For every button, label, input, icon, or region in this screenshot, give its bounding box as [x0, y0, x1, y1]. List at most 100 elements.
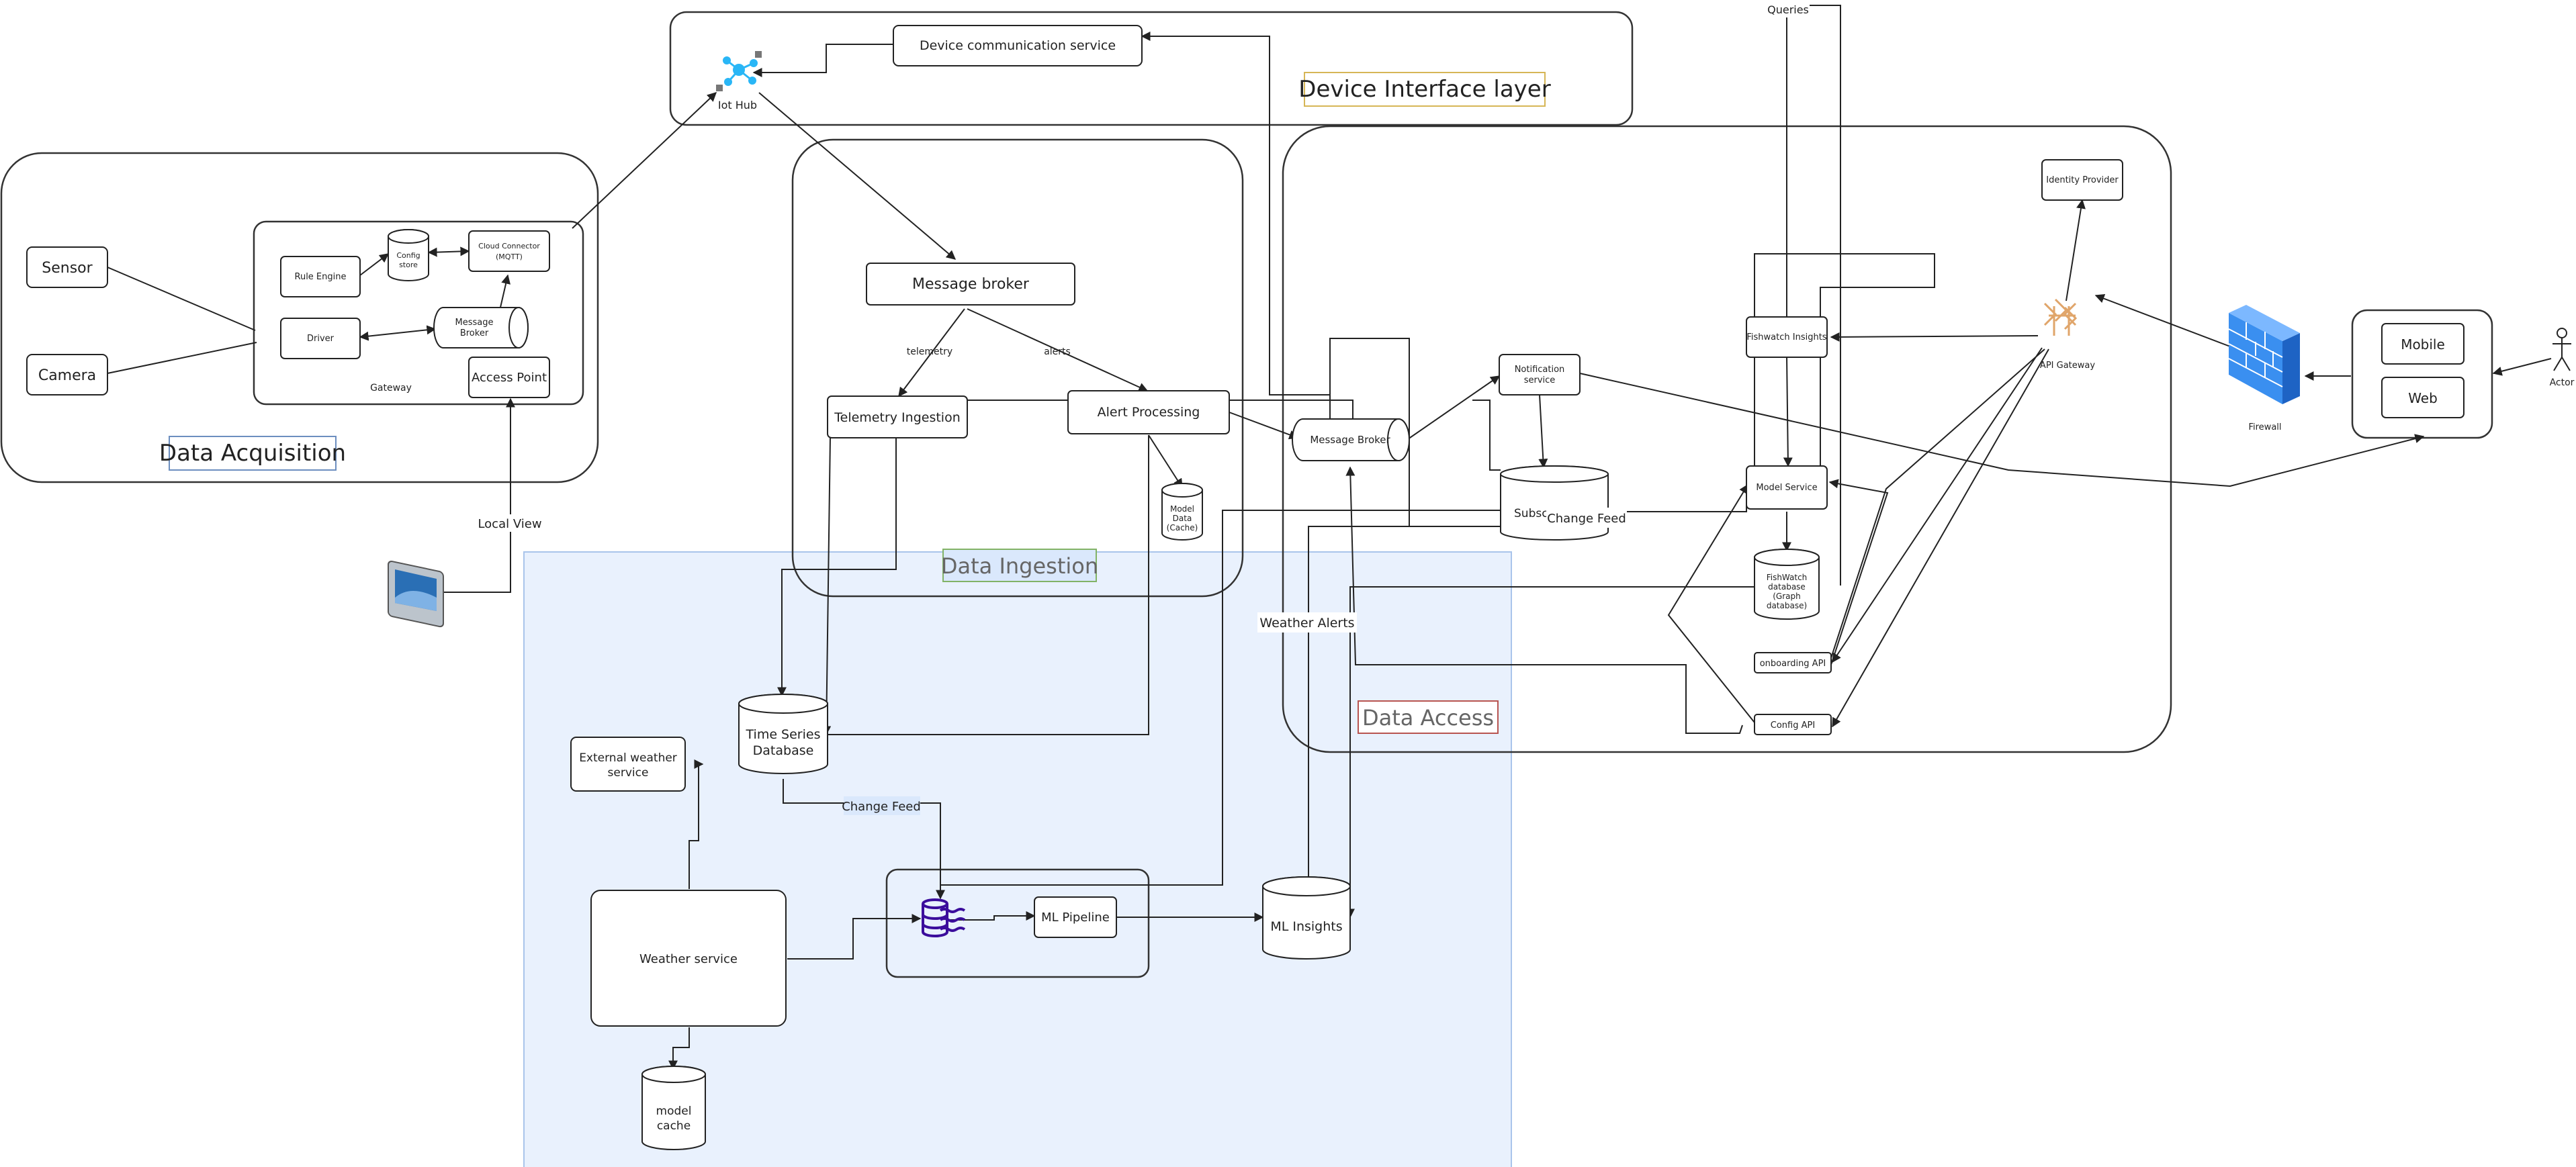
cloud-connector-label-2: (MQTT)	[496, 252, 523, 261]
cloud-connector-label-1: Cloud Connector	[478, 242, 540, 250]
iot-hub-icon: Iot Hub	[716, 51, 762, 111]
fishwatch-database-node: FishWatch database (Graph database)	[1754, 549, 1820, 620]
sensor-node: Sensor	[26, 246, 108, 288]
fishwatch-insights-node: Fishwatch Insights	[1746, 316, 1828, 358]
onboarding-api-node: onboarding API	[1754, 652, 1832, 673]
api-gateway-label: API Gateway	[2040, 361, 2095, 371]
fishwatch-db-label-1: FishWatch	[1767, 573, 1808, 582]
gateway-label: Gateway	[370, 383, 412, 393]
stream-database-icon	[922, 898, 966, 937]
notification-label-2: service	[1524, 375, 1556, 385]
gateway-broker-label-2: Broker	[460, 328, 489, 338]
subsc-database-node: Subsc	[1500, 465, 1609, 541]
mobile-label: Mobile	[2401, 336, 2445, 353]
model-data-cache-node: Model Data (Cache)	[1161, 483, 1203, 541]
config-api-node: Config API	[1754, 714, 1832, 735]
data-access-title-box	[1358, 700, 1499, 734]
config-store-label-2: store	[399, 261, 418, 269]
fishwatch-db-label-4: database)	[1767, 601, 1807, 610]
model-cache-label-1: model	[656, 1105, 692, 1118]
driver-node: Driver	[280, 318, 361, 359]
time-series-label-1: Time Series	[746, 727, 821, 742]
fishwatch-db-label-2: database	[1768, 582, 1806, 592]
device-interface-group	[669, 11, 1634, 126]
data-ingestion-title-box	[942, 549, 1097, 582]
iot-hub-label: Iot Hub	[718, 99, 757, 111]
data-access-group	[1282, 125, 2172, 753]
mobile-node: Mobile	[2381, 323, 2464, 365]
ml-group	[885, 868, 1150, 978]
weather-service-label: Weather service	[639, 952, 738, 966]
ml-pipeline-label: ML Pipeline	[1041, 911, 1110, 925]
camera-label: Camera	[38, 367, 96, 384]
weather-service-node: Weather service	[590, 890, 787, 1027]
external-weather-service-node: External weather service	[570, 737, 686, 792]
access-point-label: Access Point	[472, 371, 547, 385]
firewall-label: Firewall	[2248, 422, 2281, 432]
identity-provider-node: Identity Provider	[2041, 159, 2123, 201]
ml-pipeline-node: ML Pipeline	[1034, 896, 1117, 938]
queries-label: Queries	[1767, 3, 1809, 16]
external-weather-label-1: External weather	[579, 751, 677, 765]
message-broker-label: Message broker	[912, 276, 1030, 293]
actor-icon: Actor	[2550, 328, 2575, 388]
data-acquisition-title: Data Acquisition	[159, 440, 346, 467]
device-interface-title-box	[1304, 72, 1546, 107]
data-acquisition-group	[0, 152, 599, 483]
firewall-icon: Firewall	[2228, 305, 2300, 432]
model-data-label-1: Model	[1170, 504, 1194, 514]
data-ingestion-title: Data Ingestion	[941, 553, 1098, 579]
ml-insights-label: ML Insights	[1270, 919, 1342, 934]
ml-insights-node: ML Insights	[1262, 876, 1351, 960]
tablet-icon	[388, 560, 444, 628]
identity-provider-label: Identity Provider	[2046, 175, 2119, 185]
time-series-database-node: Time Series Database	[738, 694, 828, 774]
camera-node: Camera	[26, 354, 108, 395]
config-store-node: Config store	[388, 229, 429, 281]
notification-service-node: Notification service	[1499, 354, 1581, 395]
external-weather-label-2: service	[608, 766, 649, 780]
message-broker-2-node: Message Broker	[1292, 418, 1410, 461]
model-service-label: Model Service	[1756, 483, 1817, 493]
rule-engine-label: Rule Engine	[295, 272, 347, 282]
alert-processing-label: Alert Processing	[1098, 405, 1200, 420]
change-feed-label-1: Change Feed	[842, 800, 921, 814]
gateway-broker-label-1: Message	[455, 318, 494, 328]
onboarding-api-label: onboarding API	[1760, 659, 1826, 669]
data-ingestion-group	[791, 138, 1244, 598]
alerts-edge-label: alerts	[1044, 346, 1071, 357]
model-data-label-2: Data	[1173, 514, 1192, 523]
subsc-label: Subsc	[1514, 507, 1548, 520]
fishwatch-db-label-3: (Graph	[1773, 592, 1801, 601]
fishwatch-insights-label: Fishwatch Insights	[1746, 332, 1826, 342]
web-node: Web	[2381, 377, 2464, 418]
telemetry-ingestion-label: Telemetry Ingestion	[834, 410, 960, 425]
model-service-node: Model Service	[1746, 465, 1828, 510]
data-access-title: Data Access	[1362, 705, 1494, 731]
device-communication-service-node: Device communication service	[893, 25, 1143, 66]
web-label: Web	[2408, 390, 2438, 406]
weather-alerts-label: Weather Alerts	[1259, 616, 1354, 631]
config-api-label: Config API	[1771, 720, 1815, 731]
message-broker-node: Message broker	[866, 263, 1075, 306]
model-data-label-3: (Cache)	[1167, 523, 1198, 532]
sensor-label: Sensor	[42, 260, 93, 277]
rule-engine-node: Rule Engine	[280, 256, 361, 297]
gateway-message-broker-node: Message Broker	[433, 307, 529, 348]
time-series-label-2: Database	[753, 743, 814, 758]
local-view-label: Local View	[478, 517, 541, 531]
data-acquisition-title-box	[169, 436, 337, 471]
message-broker-2-label: Message Broker	[1310, 434, 1390, 446]
access-point-node: Access Point	[468, 357, 550, 398]
api-gateway-icon: API Gateway	[2040, 298, 2095, 371]
change-feed-label-2: Change Feed	[1547, 512, 1626, 526]
device-interface-title: Device Interface layer	[1298, 76, 1550, 103]
config-store-label-1: Config	[396, 251, 420, 260]
driver-label: Driver	[307, 334, 335, 344]
cloud-connector-node: Cloud Connector (MQTT)	[468, 230, 550, 272]
telemetry-edge-label: telemetry	[907, 346, 952, 357]
notification-label-1: Notification	[1515, 365, 1565, 375]
telemetry-ingestion-node: Telemetry Ingestion	[827, 395, 968, 438]
gateway-group	[253, 220, 584, 406]
